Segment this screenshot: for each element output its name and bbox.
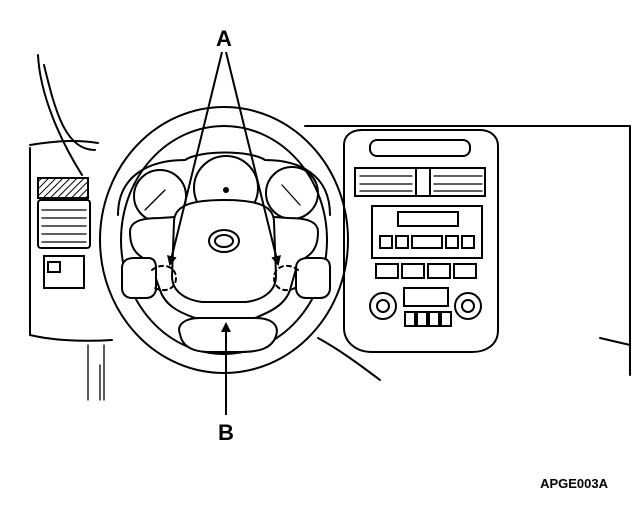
left-air-vent (37, 177, 91, 289)
callout-label-a: A (216, 26, 232, 51)
callout-arrows (167, 51, 281, 415)
left-switch-pad (121, 257, 177, 299)
figure-code: APGE003A (540, 476, 609, 491)
steering-wheel (99, 106, 349, 374)
right-switch-pad (273, 257, 331, 299)
dashboard-outline (29, 54, 631, 401)
horn-cover (178, 317, 278, 353)
airbag-module (170, 198, 278, 303)
center-console (343, 129, 499, 353)
callout-label-b: B (218, 420, 234, 445)
